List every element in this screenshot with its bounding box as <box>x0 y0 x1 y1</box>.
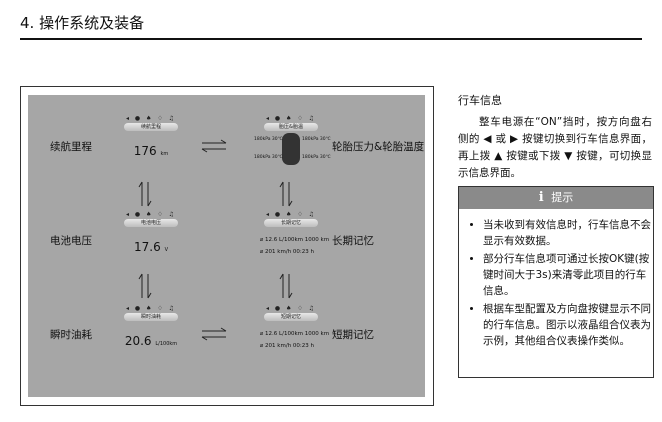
updown-arrows-icon <box>279 181 293 207</box>
label-long-term: 长期记忆 <box>332 235 374 247</box>
screen-fuel: ◂ ● ♠ ♢ ♫ 瞬时油耗 20.6 L/100km <box>112 305 190 365</box>
section-title: 行车信息 <box>458 94 502 107</box>
trip-info-section: 行车信息 整车电源在“ON”挡时，按方向盘右侧的 ◀ 或 ▶ 按键切换到行车信息… <box>458 92 652 182</box>
label-tire: 轮胎压力&轮胎温度 <box>332 141 425 153</box>
screen-title: 瞬时油耗 <box>124 313 178 321</box>
range-readout: 176 km <box>112 144 190 158</box>
label-short-term: 短期记忆 <box>332 329 374 341</box>
screen-title: 胎压&胎温 <box>264 123 318 131</box>
icon-strip: ◂ ● ♠ ♢ ♫ <box>125 305 176 312</box>
tip-title: 提示 <box>551 191 574 204</box>
label-fuel: 瞬时油耗 <box>50 329 92 341</box>
list-item: 当未收到有效信息时，行车信息不会显示有效数据。 <box>483 217 653 249</box>
screen-title: 短期记忆 <box>264 313 318 321</box>
header-rule <box>20 38 642 40</box>
tire-fr: 180kPa 30℃ <box>302 137 331 142</box>
fuel-readout: 20.6 L/100km <box>112 334 190 348</box>
screen-tire: ◂ ● ♠ ♢ ♫ 胎压&胎温 180kPa 30℃ 180kPa 30℃ 18… <box>252 115 331 175</box>
screen-short-term: ◂ ● ♠ ♢ ♫ 短期记忆 ⌀ 12.6 L/100km 1000 km ⌀ … <box>252 305 330 365</box>
info-icon: i <box>538 190 544 205</box>
updown-arrows-icon <box>138 273 152 299</box>
tire-fl: 180kPa 30℃ <box>254 137 283 142</box>
list-item: 部分行车信息项可通过长按OK键(按键时间大于3s)来清零此项目的行车信息。 <box>483 251 653 299</box>
voltage-unit: V <box>164 247 168 253</box>
long-term-line1: ⌀ 12.6 L/100km 1000 km <box>260 237 330 243</box>
range-value: 176 <box>133 144 157 158</box>
voltage-readout: 17.6 V <box>112 240 190 254</box>
updown-arrows-icon <box>138 181 152 207</box>
screen-title: 电池电压 <box>124 219 178 227</box>
voltage-value: 17.6 <box>134 240 161 254</box>
icon-strip: ◂ ● ♠ ♢ ♫ <box>125 211 176 218</box>
screen-title: 长期记忆 <box>264 219 318 227</box>
icon-strip: ◂ ● ♠ ♢ ♫ <box>265 305 316 312</box>
screen-range: ◂ ● ♠ ♢ ♫ 续航里程 176 km <box>112 115 190 175</box>
label-range: 续航里程 <box>50 141 92 153</box>
swap-arrows-icon <box>201 139 227 153</box>
tire-rr: 180kPa 30℃ <box>302 155 331 160</box>
tip-header: i 提示 <box>459 187 653 209</box>
icon-strip: ◂ ● ♠ ♢ ♫ <box>125 115 176 122</box>
trip-info-figure: 续航里程 ◂ ● ♠ ♢ ♫ 续航里程 176 km ◂ ● ♠ ♢ ♫ 胎压&… <box>20 86 434 406</box>
icon-strip: ◂ ● ♠ ♢ ♫ <box>265 211 316 218</box>
short-term-line1: ⌀ 12.6 L/100km 1000 km <box>260 331 330 337</box>
instruction-paragraph: 整车电源在“ON”挡时，按方向盘右侧的 ◀ 或 ▶ 按键切换到行车信息界面，再上… <box>458 116 652 179</box>
list-item: 根据车型配置及方向盘按键显示不同的行车信息。图示以液晶组合仪表为示例，其他组合仪… <box>483 301 653 349</box>
fuel-unit: L/100km <box>155 341 178 347</box>
updown-arrows-icon <box>279 273 293 299</box>
screen-title: 续航里程 <box>124 123 178 131</box>
swap-arrows-icon <box>201 327 227 341</box>
short-term-line2: ⌀ 201 km/h 00:23 h <box>260 343 315 349</box>
tip-box: i 提示 当未收到有效信息时，行车信息不会显示有效数据。 部分行车信息项可通过长… <box>458 186 654 378</box>
section-header: 4. 操作系统及装备 <box>20 14 145 32</box>
icon-strip: ◂ ● ♠ ♢ ♫ <box>265 115 316 122</box>
label-voltage: 电池电压 <box>50 235 92 247</box>
fuel-value: 20.6 <box>124 334 152 348</box>
figure-panel: 续航里程 ◂ ● ♠ ♢ ♫ 续航里程 176 km ◂ ● ♠ ♢ ♫ 胎压&… <box>28 95 425 397</box>
screen-long-term: ◂ ● ♠ ♢ ♫ 长期记忆 ⌀ 12.6 L/100km 1000 km ⌀ … <box>252 211 330 271</box>
range-unit: km <box>160 151 169 157</box>
car-top-icon <box>282 133 300 165</box>
screen-voltage: ◂ ● ♠ ♢ ♫ 电池电压 17.6 V <box>112 211 190 271</box>
tire-rl: 180kPa 30℃ <box>254 155 283 160</box>
long-term-line2: ⌀ 201 km/h 00:23 h <box>260 249 315 255</box>
tip-list: 当未收到有效信息时，行车信息不会显示有效数据。 部分行车信息项可通过长按OK键(… <box>459 217 653 349</box>
